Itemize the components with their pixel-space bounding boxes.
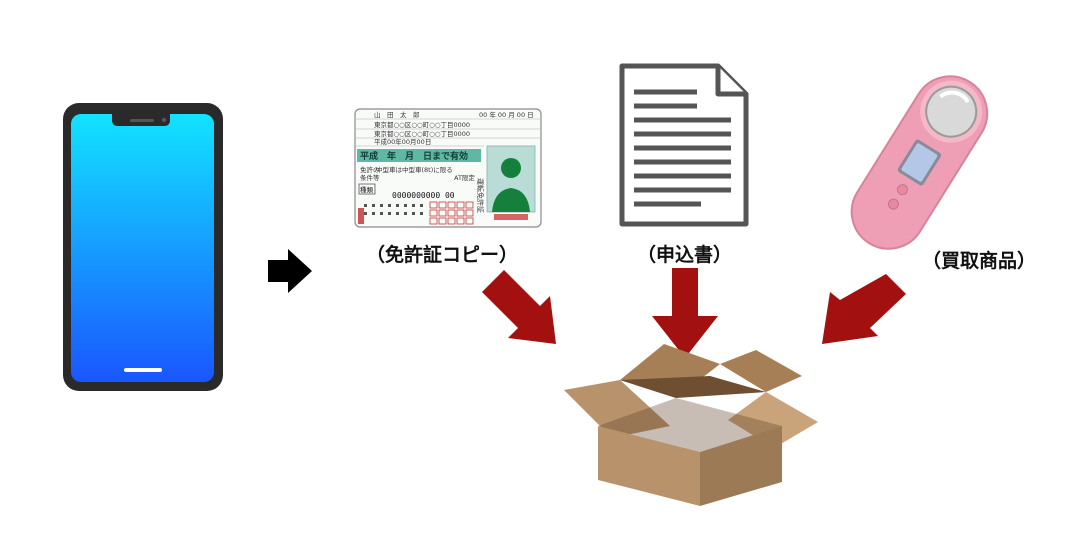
red-arrow-center-icon: [652, 268, 718, 358]
smartphone-icon: [63, 103, 223, 391]
svg-text:免許の: 免許の: [360, 165, 380, 174]
document-icon: [619, 63, 749, 227]
license-number: 0000000000 00: [392, 191, 455, 200]
svg-text:00 年 00 月 00 日: 00 年 00 月 00 日: [479, 110, 534, 119]
svg-text:AT限定: AT限定: [454, 173, 475, 182]
svg-text:東京都○○区○○町○○丁目0000: 東京都○○区○○町○○丁目0000: [374, 129, 470, 138]
svg-text:平成00年00月00日: 平成00年00月00日: [374, 137, 431, 146]
red-arrow-left-icon: [482, 270, 556, 344]
beauty-device-icon: [850, 75, 989, 250]
label-license-copy: （免許証コピー）: [366, 244, 519, 266]
license-category: 種類: [360, 185, 374, 194]
license-card: 山 田 太 郎 00 年 00 月 00 日 東京都○○区○○町○○丁目0000…: [354, 108, 542, 228]
svg-text:東京都○○区○○町○○丁目0000: 東京都○○区○○町○○丁目0000: [374, 120, 470, 129]
label-application-form: （申込書）: [637, 244, 733, 266]
license-side-text: 運転免許証: [476, 178, 485, 213]
label-purchase-item: （買取商品）: [922, 250, 1037, 272]
license-band-text: 平成 年 月 日まで有効: [360, 150, 468, 162]
svg-text:山 田 太 郎: 山 田 太 郎: [374, 110, 420, 119]
cardboard-box-icon: [564, 344, 818, 506]
red-arrow-right-icon: [822, 274, 906, 344]
right-arrow-icon: [268, 249, 312, 293]
svg-text:中型車は中型車(8t)に限る: 中型車は中型車(8t)に限る: [376, 165, 453, 174]
svg-text:条件等: 条件等: [360, 173, 380, 182]
